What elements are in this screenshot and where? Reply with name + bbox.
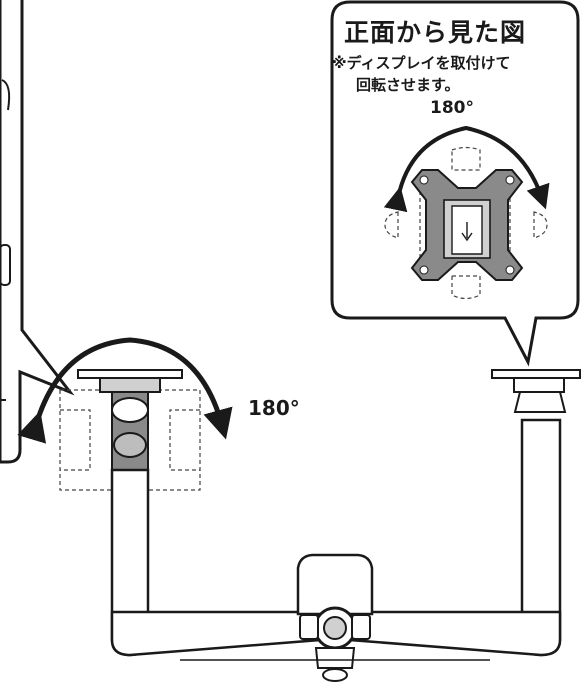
- callout-note-line2: 回転させます。: [356, 76, 460, 94]
- center-mount: [180, 553, 490, 682]
- callout-note-line1: ※ディスプレイを取付けて: [332, 54, 511, 72]
- left-callout-box: [0, 0, 75, 464]
- front-rotation-label: 180°: [430, 98, 474, 118]
- right-lower-arm: [341, 610, 562, 657]
- front-rotation-arc: [383, 125, 550, 213]
- callout-title: 正面から見た図: [344, 18, 527, 47]
- left-lower-arm: [110, 610, 329, 657]
- side-rotation-label: 180°: [248, 396, 300, 420]
- side-rotation-arc: [17, 337, 233, 444]
- left-monitor-head: [77, 369, 183, 473]
